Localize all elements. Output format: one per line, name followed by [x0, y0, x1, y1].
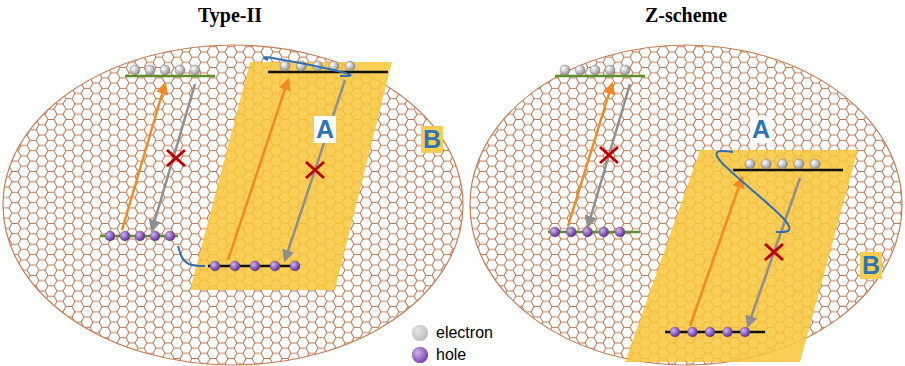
panel-title: Type-II [198, 4, 262, 27]
legend-label: hole [434, 346, 468, 364]
carrier-ball [575, 65, 585, 75]
carrier-ball [345, 61, 355, 71]
carrier-ball [280, 61, 290, 71]
legend-swatch-box [410, 345, 430, 365]
carrier-ball [688, 327, 698, 337]
carrier-ball [130, 65, 140, 75]
carrier-ball [599, 227, 609, 237]
carrier-ball [290, 261, 300, 271]
carrier-ball [550, 227, 560, 237]
carrier-ball [810, 159, 820, 169]
semiconductor-label: B [860, 252, 882, 279]
semiconductor-label: A [750, 116, 772, 143]
semiconductor-b: B [205, 60, 447, 280]
carrier-ball [590, 65, 600, 75]
carrier-ball [761, 159, 771, 169]
carrier-ball [705, 327, 715, 337]
charge-carriers [105, 61, 820, 337]
carrier-ball [105, 231, 115, 241]
semiconductor-label: B [421, 126, 443, 153]
semiconductor-label: A [314, 116, 336, 143]
swatch-shine [412, 347, 428, 363]
carrier-ball [165, 231, 175, 241]
carrier-ball [583, 227, 593, 237]
graphene-sheet [0, 40, 905, 366]
legend-item: electron [410, 322, 495, 344]
carrier-ball [190, 65, 200, 75]
semiconductor-a: A [98, 62, 340, 246]
carrier-ball [745, 159, 755, 169]
carrier-ball [740, 327, 750, 337]
carrier-ball [145, 65, 155, 75]
blocked-recombination-cross [167, 147, 783, 260]
carrier-ball [230, 261, 240, 271]
carrier-ball [210, 261, 220, 271]
charge-transfer-path [178, 246, 205, 266]
semiconductor-a: A [545, 62, 776, 242]
carrier-ball [615, 227, 625, 237]
panel: Type-II A B [3, 0, 463, 366]
carrier-ball [620, 65, 630, 75]
legend-swatch [412, 325, 428, 341]
legend-item: hole [410, 344, 495, 366]
swatch-shine [412, 325, 428, 341]
carrier-ball [329, 61, 339, 71]
semiconductor-b: B [655, 152, 886, 345]
panel: Z-schemeA B [470, 0, 902, 366]
carrier-ball [313, 61, 323, 71]
charge-transfer-path [264, 57, 350, 76]
carrier-ball [270, 261, 280, 271]
carrier-ball [250, 261, 260, 271]
carrier-ball [160, 65, 170, 75]
carrier-ball [175, 65, 185, 75]
band-edges [100, 72, 843, 332]
legend-swatch [412, 347, 428, 363]
legend-label: electron [434, 324, 495, 342]
carrier-ball [135, 231, 145, 241]
carrier-ball [723, 327, 733, 337]
legend-swatch-box [410, 323, 430, 343]
carrier-ball [670, 327, 680, 337]
legend: electron hole [410, 322, 495, 366]
carrier-ball [794, 159, 804, 169]
carrier-ball [560, 65, 570, 75]
carrier-ball [566, 227, 576, 237]
carrier-ball [120, 231, 130, 241]
carrier-ball [150, 231, 160, 241]
semiconductor-b-sheet [190, 62, 858, 362]
carrier-ball [605, 65, 615, 75]
carrier-ball [778, 159, 788, 169]
carrier-ball [296, 61, 306, 71]
excitation-arrows [122, 80, 800, 326]
charge-transfer-path [717, 151, 790, 232]
panel-title: Z-scheme [645, 4, 727, 27]
